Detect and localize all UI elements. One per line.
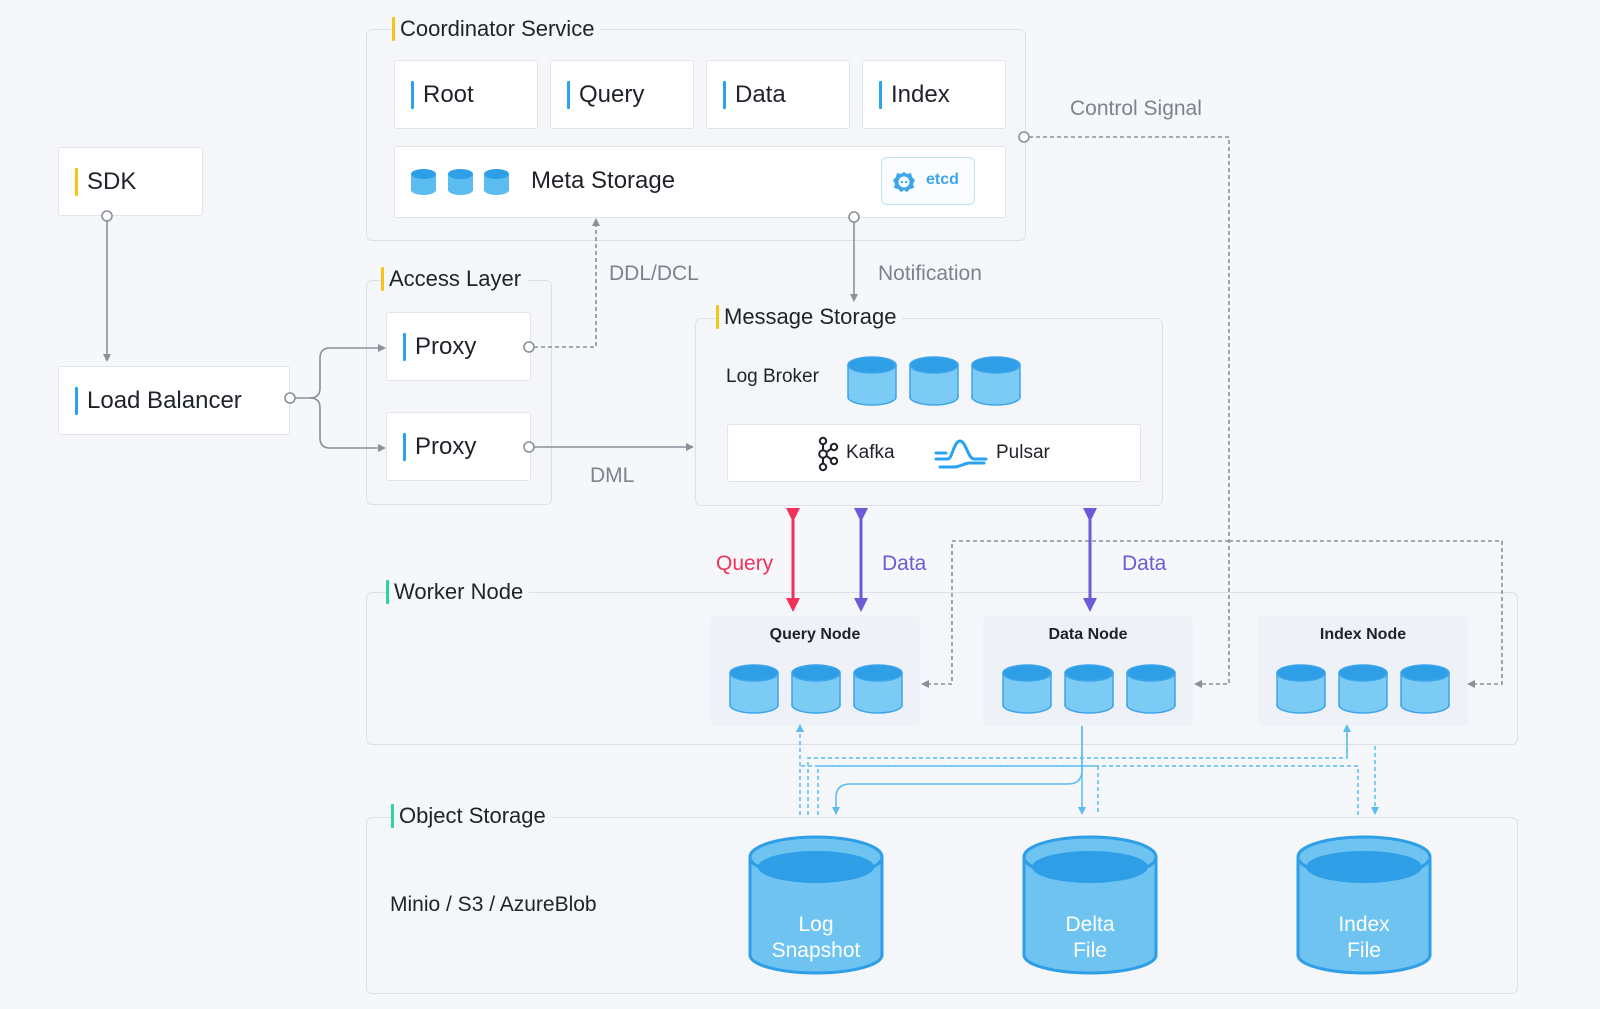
- meta-storage-db-icons: [411, 169, 509, 195]
- proxy-label-2: Proxy: [403, 432, 476, 461]
- data-edge-label-1: Data: [882, 552, 927, 575]
- log-snapshot-line1: Log: [798, 913, 834, 936]
- index-node-title: Index Node: [1319, 626, 1407, 643]
- coordinator-query-box: Query: [550, 60, 694, 129]
- pulsar-icon: [934, 435, 988, 473]
- query-edge-label: Query: [716, 552, 774, 575]
- data-node-title: Data Node: [1048, 626, 1128, 643]
- query-node-title: Query Node: [769, 626, 861, 643]
- proxy-box-2: Proxy: [386, 412, 531, 481]
- control-signal-label: Control Signal: [1070, 97, 1202, 120]
- log-snapshot-line2: Snapshot: [771, 939, 861, 962]
- coordinator-root-label: Root: [411, 80, 474, 109]
- log-broker-cylinders: [847, 356, 1021, 406]
- etcd-badge: etcd: [881, 157, 975, 205]
- coordinator-index-label: Index: [879, 80, 950, 109]
- dml-label: DML: [590, 464, 635, 487]
- coordinator-index-box: Index: [862, 60, 1006, 129]
- kafka-label: Kafka: [846, 442, 895, 463]
- log-broker-label: Log Broker: [726, 366, 819, 387]
- object-storage-backends: Minio / S3 / AzureBlob: [390, 893, 597, 916]
- load-balancer-label: Load Balancer: [75, 386, 242, 415]
- query-node-cylinders: [729, 664, 903, 714]
- sdk-box: SDK: [58, 147, 203, 216]
- ddl-dcl-label: DDL/DCL: [609, 262, 699, 285]
- index-node-cylinders: [1276, 664, 1450, 714]
- kafka-icon: [814, 436, 840, 472]
- access-layer-title: Access Layer: [381, 266, 528, 292]
- etcd-icon: [892, 170, 916, 194]
- delta-file-line1: Delta: [1065, 913, 1115, 936]
- log-snapshot-label: Log Snapshot: [750, 912, 882, 964]
- coordinator-root-box: Root: [394, 60, 538, 129]
- pulsar-label: Pulsar: [996, 442, 1050, 463]
- etcd-label: etcd: [926, 171, 959, 188]
- index-file-label: Index File: [1298, 912, 1430, 964]
- proxy-box-1: Proxy: [386, 312, 531, 381]
- delta-file-label: Delta File: [1024, 912, 1156, 964]
- coordinator-query-label: Query: [567, 80, 644, 109]
- broker-options-box: Kafka Pulsar: [727, 424, 1141, 482]
- load-balancer-box: Load Balancer: [58, 366, 290, 435]
- message-storage-title: Message Storage: [716, 304, 903, 330]
- coordinator-data-label: Data: [723, 80, 786, 109]
- proxy-label-1: Proxy: [403, 332, 476, 361]
- worker-node-title: Worker Node: [386, 579, 530, 605]
- index-file-line1: Index: [1338, 913, 1390, 936]
- data-node-cylinders: [1002, 664, 1176, 714]
- delta-file-line2: File: [1073, 939, 1107, 962]
- object-storage-title: Object Storage: [391, 803, 552, 829]
- index-file-line2: File: [1347, 939, 1381, 962]
- coordinator-service-title: Coordinator Service: [392, 16, 601, 42]
- notification-label: Notification: [878, 262, 982, 285]
- data-edge-label-2: Data: [1122, 552, 1167, 575]
- meta-storage-label: Meta Storage: [531, 167, 676, 194]
- coordinator-data-box: Data: [706, 60, 850, 129]
- sdk-label: SDK: [75, 167, 136, 196]
